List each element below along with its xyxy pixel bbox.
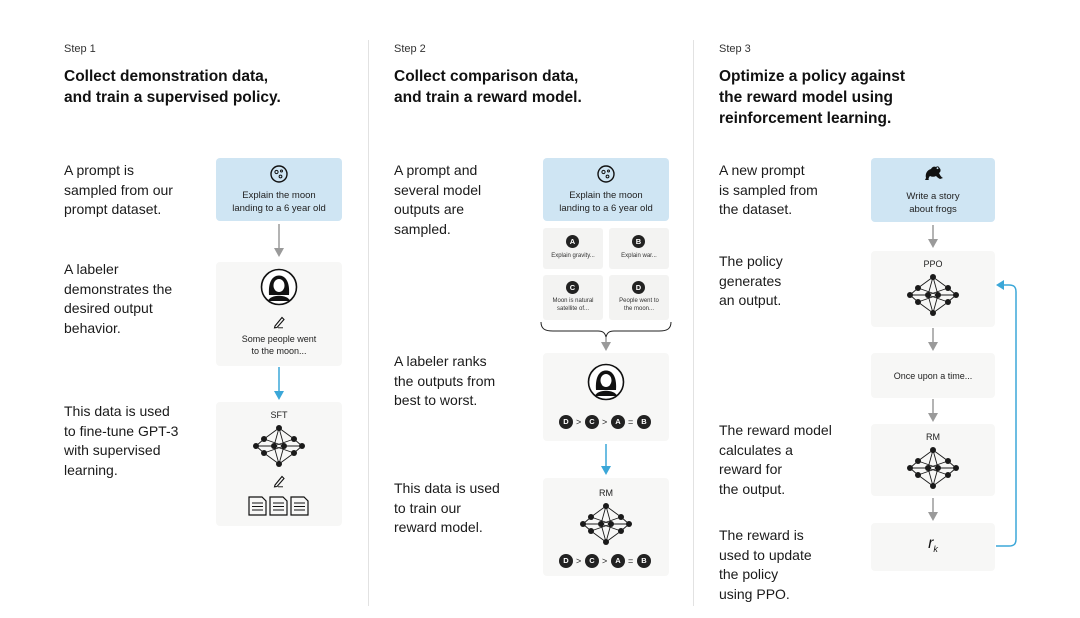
moon-icon xyxy=(270,165,288,183)
output-badge: C xyxy=(566,281,579,294)
step-3-output-text: Once upon a time... xyxy=(893,371,973,381)
rank-operator: > xyxy=(576,417,582,427)
rank-badge: B xyxy=(637,554,651,568)
step-2-desc-ranks: A labeler ranks the outputs from best to… xyxy=(394,353,496,408)
step-3-desc-update: The reward is used to update the policy … xyxy=(719,527,812,602)
step-1-demo-card: Some people went to the moon... xyxy=(216,262,342,366)
rank-operator: = xyxy=(628,417,634,427)
step-3-arrow-2 xyxy=(928,328,938,351)
rank-badge: D xyxy=(559,554,573,568)
output-card-a: A Explain gravity... xyxy=(543,228,603,269)
reward-subscript: k xyxy=(933,544,938,555)
step-3-arrow-4 xyxy=(928,498,938,521)
step-2-rm-card: RM D > C > A = B xyxy=(543,478,669,576)
output-card-c: C Moon is natural satellite of... xyxy=(543,275,603,320)
step-1-arrow-1 xyxy=(274,224,284,257)
step-3-ppo-card: PPO xyxy=(871,251,995,327)
reward-symbol: r xyxy=(928,535,934,552)
reward-value: rk xyxy=(871,535,995,554)
outputs-bracket xyxy=(540,321,672,351)
step-3-desc-prompt: A new prompt is sampled from the dataset… xyxy=(719,162,818,217)
step-3-desc-policy: The policy generates an output. xyxy=(719,253,783,308)
pencil-icon xyxy=(273,316,285,329)
rank-badge: A xyxy=(611,554,625,568)
rm-label: RM xyxy=(599,488,613,498)
step-2-arrow-2 xyxy=(601,444,611,475)
rank-operator: > xyxy=(602,556,608,566)
step-3-desc-reward-model: The reward model calculates a reward for… xyxy=(719,422,832,497)
step-3-rm-card: RM xyxy=(871,424,995,496)
step-3-arrow-3 xyxy=(928,399,938,422)
step-1-desc-labeler: A labeler demonstrates the desired outpu… xyxy=(64,261,173,336)
sft-label: SFT xyxy=(270,410,288,420)
rank-badge: A xyxy=(611,415,625,429)
rank-operator: = xyxy=(628,556,634,566)
step-1-demo-text: Some people went to the moon... xyxy=(241,334,317,356)
output-text: Moon is natural satellite of... xyxy=(552,298,594,312)
column-divider-1 xyxy=(368,40,369,606)
step-3-prompt-text: Write a story about frogs xyxy=(906,191,960,215)
output-badge: A xyxy=(566,235,579,248)
step-3-reward-card: rk xyxy=(871,523,995,571)
moon-icon xyxy=(597,165,615,183)
rm-label: RM xyxy=(926,432,940,442)
step-1-desc-prompt: A prompt is sampled from our prompt data… xyxy=(64,162,173,217)
step-2-prompt-text: Explain the moon landing to a 6 year old xyxy=(559,190,653,214)
neural-network-icon xyxy=(580,503,632,545)
step-2-label: Step 2 xyxy=(394,43,426,55)
step-1-label: Step 1 xyxy=(64,43,96,55)
output-badge: D xyxy=(632,281,645,294)
step-1-prompt-text: Explain the moon landing to a 6 year old xyxy=(232,190,326,214)
step-2-desc-sampled: A prompt and several model outputs are s… xyxy=(394,162,482,237)
rank-badge: C xyxy=(585,415,599,429)
labeler-avatar-icon xyxy=(260,268,298,306)
rank-badge: B xyxy=(637,415,651,429)
step-1-arrow-2 xyxy=(274,367,284,400)
neural-network-icon xyxy=(907,447,959,489)
feedback-loop-arrow xyxy=(996,280,1017,547)
step-3-prompt-card: Write a story about frogs xyxy=(871,158,995,222)
step-3-output-card: Once upon a time... xyxy=(871,353,995,398)
frog-icon xyxy=(925,166,943,180)
pencil-icon xyxy=(273,475,285,488)
output-text: Explain gravity... xyxy=(551,253,595,259)
document-icon xyxy=(248,496,309,516)
rank-badge: C xyxy=(585,554,599,568)
neural-network-icon xyxy=(253,425,305,467)
ranking-row: D > C > A = B xyxy=(543,554,669,568)
output-card-d: D People went to the moon... xyxy=(609,275,669,320)
ppo-label: PPO xyxy=(923,259,943,269)
step-1-prompt-card: Explain the moon landing to a 6 year old xyxy=(216,158,342,221)
step-3-title: Optimize a policy against the reward mod… xyxy=(719,68,906,127)
column-divider-2 xyxy=(693,40,694,606)
rank-operator: > xyxy=(576,556,582,566)
output-text: Explain war... xyxy=(621,253,657,259)
step-2-prompt-card: Explain the moon landing to a 6 year old xyxy=(543,158,669,221)
step-2-ranking-card: D > C > A = B xyxy=(543,353,669,441)
output-card-b: B Explain war... xyxy=(609,228,669,269)
output-badge: B xyxy=(632,235,645,248)
step-1-sft-card: SFT xyxy=(216,402,342,526)
step-2-title: Collect comparison data, and train a rew… xyxy=(394,68,582,106)
step-3-arrow-1 xyxy=(928,225,938,248)
rank-operator: > xyxy=(602,417,608,427)
labeler-avatar-icon xyxy=(587,363,625,401)
neural-network-icon xyxy=(907,274,959,316)
step-2-desc-train: This data is used to train our reward mo… xyxy=(394,480,500,535)
ranking-row: D > C > A = B xyxy=(543,415,669,429)
output-text: People went to the moon... xyxy=(619,298,659,312)
rank-badge: D xyxy=(559,415,573,429)
step-1-desc-finetune: This data is used to fine-tune GPT-3 wit… xyxy=(64,403,179,478)
step-3-label: Step 3 xyxy=(719,43,751,55)
step-1-title: Collect demonstration data, and train a … xyxy=(64,68,281,106)
